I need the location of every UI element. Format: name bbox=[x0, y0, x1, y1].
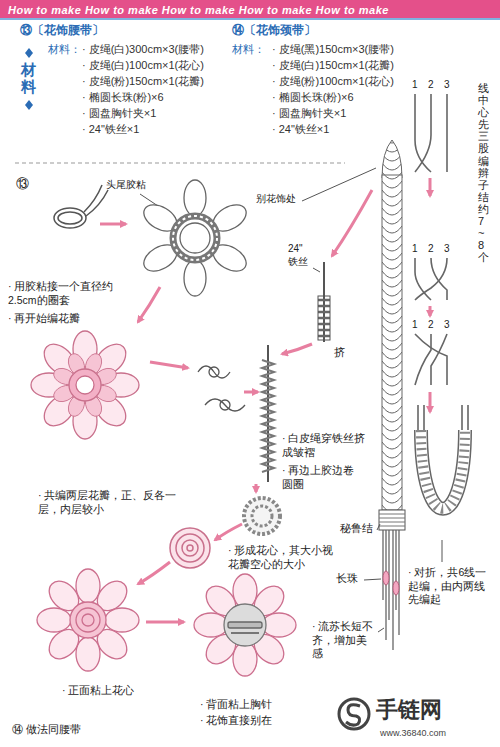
note-label: · 背面粘上胸针 bbox=[200, 698, 272, 712]
strand-number: 2 bbox=[428, 78, 434, 91]
section-title: ⑬〔花饰腰带〕 bbox=[20, 23, 104, 39]
dashed-separator bbox=[15, 163, 345, 164]
note-label: · 对折，共6线一起编，由内两线先编起 bbox=[408, 566, 494, 607]
material-item: · 皮绳(黑)150cm×3(腰带) bbox=[272, 42, 394, 56]
section-title: ⑭〔花饰颈带〕 bbox=[232, 23, 316, 39]
crinkled-cord bbox=[262, 345, 274, 482]
strand-number: 2 bbox=[428, 318, 434, 331]
materials-heading: 材料： bbox=[232, 42, 265, 56]
header-text: How to make How to make How to make How … bbox=[8, 4, 389, 16]
strand-number: 3 bbox=[444, 318, 450, 331]
material-item: · 皮绳(白)150cm×1(花瓣) bbox=[272, 58, 394, 72]
watermark: www.36840.com bbox=[380, 728, 446, 740]
material-item: · 椭圆长珠(粉)×6 bbox=[272, 90, 354, 104]
note-label: · 用胶粘接一个直径约2.5cm的圈套 bbox=[8, 280, 126, 307]
strand-number: 1 bbox=[412, 242, 418, 255]
materials-heading: 材料： bbox=[48, 42, 81, 56]
material-item: · 皮绳(白)300cm×3(腰带) bbox=[82, 42, 204, 56]
flower-front bbox=[37, 569, 139, 671]
side-heading: 材料 bbox=[21, 62, 36, 95]
wire-with-cord bbox=[318, 262, 330, 342]
spiral-heart bbox=[170, 528, 210, 568]
material-item: · 24"铁丝×1 bbox=[82, 122, 139, 136]
strand-number: 2 bbox=[428, 242, 434, 255]
note-label: 头尾胶粘 bbox=[106, 178, 146, 191]
petal-ring bbox=[139, 180, 250, 296]
strand-number: 3 bbox=[444, 78, 450, 91]
braid bbox=[379, 140, 405, 650]
material-item: · 24"铁丝×1 bbox=[272, 122, 329, 136]
note-label: 别花饰处 bbox=[256, 192, 296, 205]
folded-braid bbox=[421, 430, 465, 509]
note-label: · 再开始编花瓣 bbox=[8, 312, 80, 326]
leader-line bbox=[302, 168, 442, 632]
material-item: · 皮绳(粉)100cm×1(花心) bbox=[272, 74, 394, 88]
strand-number: 1 bbox=[412, 318, 418, 331]
note-label: · 再边上胶边卷圆圈 bbox=[282, 464, 360, 491]
note-label: · 正面粘上花心 bbox=[62, 684, 134, 698]
watermark: 手链网 bbox=[376, 696, 442, 725]
watermark-logo bbox=[339, 699, 369, 729]
step-arrow bbox=[100, 178, 430, 622]
step-note: 线中心先三股编辫子结约7~8个 bbox=[478, 82, 489, 263]
double-petal-flower bbox=[31, 331, 139, 439]
header-rule bbox=[0, 18, 500, 20]
part-label: 24" 铁丝 bbox=[288, 242, 314, 268]
note-label: · 花饰直接别在 bbox=[200, 714, 272, 728]
rolled-flower-heart bbox=[244, 498, 280, 534]
knot-detail bbox=[198, 366, 245, 411]
flower-back bbox=[194, 574, 296, 676]
header-band: How to make How to make How to make How … bbox=[0, 0, 500, 18]
note-label: · 流苏长短不齐，增加美感 bbox=[312, 620, 376, 661]
note-label: 挤 bbox=[334, 346, 345, 360]
strand-number: 3 bbox=[444, 242, 450, 255]
note-label: · 白皮绳穿铁丝挤成皱褶 bbox=[282, 432, 366, 459]
material-item: · 圆盘胸针夹×1 bbox=[272, 106, 346, 120]
note-label: · 共编两层花瓣，正、反各一层，内层较小 bbox=[38, 489, 196, 516]
part-label: 长珠 bbox=[336, 572, 358, 586]
braid-step bbox=[415, 94, 468, 430]
part-label: 秘鲁结 bbox=[340, 522, 373, 536]
material-item: · 椭圆长珠(粉)×6 bbox=[82, 90, 164, 104]
leader-line bbox=[313, 268, 320, 272]
callout-number: ⑭ 做法同腰带 bbox=[12, 722, 81, 736]
callout-number: ⑬ bbox=[16, 176, 29, 193]
material-item: · 皮绳(白)100cm×1(花心) bbox=[82, 58, 204, 72]
material-item: · 皮绳(粉)150cm×1(花瓣) bbox=[82, 74, 204, 88]
note-label: · 形成花心，其大小视花瓣空心的大小 bbox=[228, 544, 340, 571]
loop-knot bbox=[54, 185, 108, 228]
material-item: · 圆盘胸针夹×1 bbox=[82, 106, 156, 120]
strand-number: 1 bbox=[412, 78, 418, 91]
